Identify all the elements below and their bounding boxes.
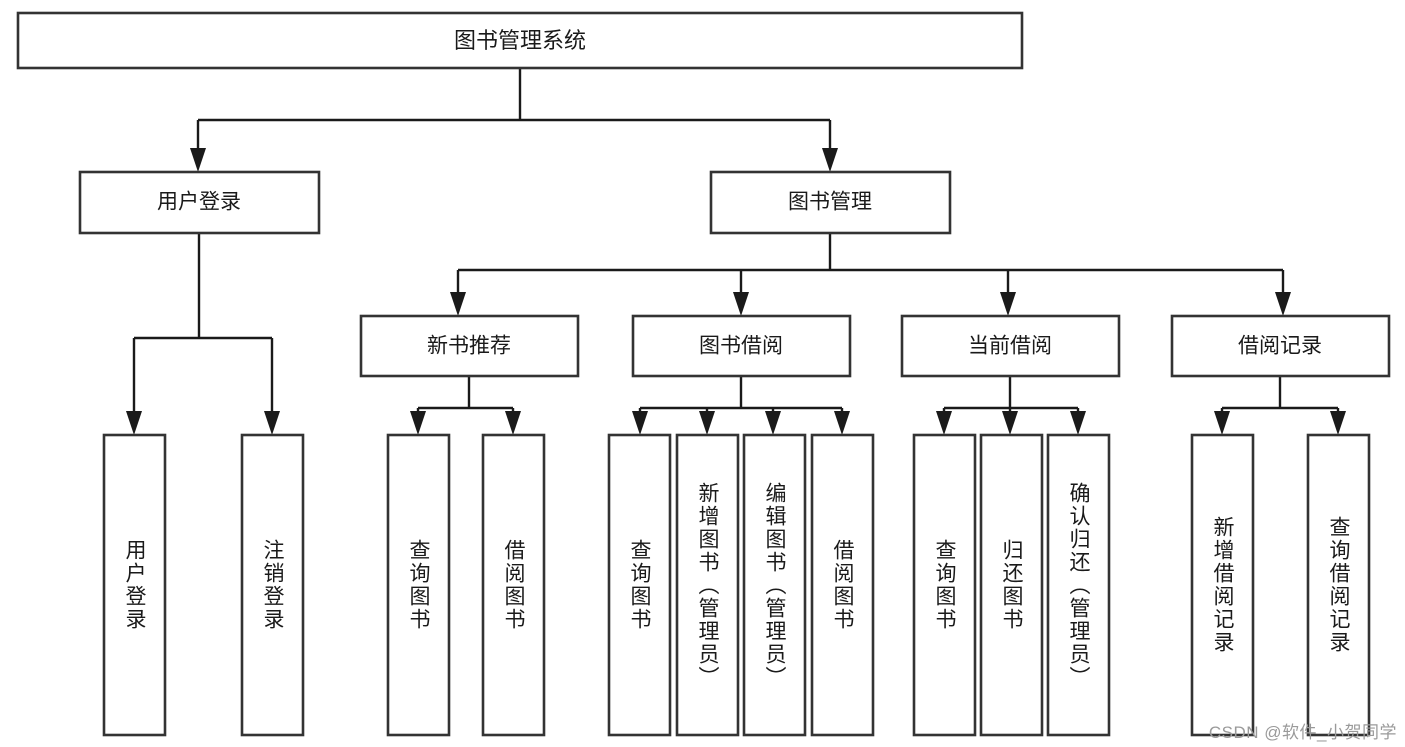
arrow-head-icon — [410, 411, 426, 435]
node-book-borrow[interactable]: 图书借阅 — [631, 314, 852, 378]
leaf-label: 注销登录 — [261, 539, 284, 631]
arrow-head-icon — [1000, 292, 1016, 316]
arrow-head-icon — [264, 411, 280, 435]
leaf-user-login-login[interactable]: 用户登录 — [102, 433, 167, 737]
leaf-current-borrow-confirm-return[interactable]: 确认归还（管理员） — [1046, 433, 1111, 737]
connector-book-mgmt-to-level2 — [450, 233, 1291, 316]
leaf-book-borrow-borrow[interactable]: 借阅图书 — [810, 433, 875, 737]
arrow-head-icon — [1275, 292, 1291, 316]
arrow-head-icon — [1002, 411, 1018, 435]
connector-borrow-record-to-leaves — [1214, 376, 1346, 435]
node-current-borrow[interactable]: 当前借阅 — [900, 314, 1121, 378]
arrow-head-icon — [1070, 411, 1086, 435]
node-user-login[interactable]: 用户登录 — [78, 170, 321, 235]
node-user-login-label: 用户登录 — [157, 191, 241, 214]
leaf-label: 确认归还（管理员） — [1067, 481, 1090, 689]
leaf-label: 查询图书 — [933, 539, 956, 631]
arrow-head-icon — [822, 148, 838, 172]
node-book-management-label: 图书管理 — [788, 191, 872, 214]
leaf-borrow-record-query[interactable]: 查询借阅记录 — [1306, 433, 1371, 737]
arrow-head-icon — [936, 411, 952, 435]
arrow-head-icon — [733, 292, 749, 316]
arrow-head-icon — [126, 411, 142, 435]
node-new-book-recommend[interactable]: 新书推荐 — [359, 314, 580, 378]
leaf-user-login-logout[interactable]: 注销登录 — [240, 433, 305, 737]
leaf-label: 用户登录 — [123, 539, 146, 631]
leaf-new-book-borrow[interactable]: 借阅图书 — [481, 433, 546, 737]
arrow-head-icon — [505, 411, 521, 435]
leaf-label: 查询图书 — [628, 539, 651, 631]
node-borrow-record-label: 借阅记录 — [1238, 335, 1322, 358]
connector-new-book-to-leaves — [410, 376, 521, 435]
arrow-head-icon — [765, 411, 781, 435]
arrow-head-icon — [834, 411, 850, 435]
node-book-management[interactable]: 图书管理 — [709, 170, 952, 235]
leaf-book-borrow-edit[interactable]: 编辑图书（管理员） — [742, 433, 807, 737]
leaf-label: 查询图书 — [407, 539, 430, 631]
arrow-head-icon — [632, 411, 648, 435]
leaf-label: 归还图书 — [1000, 539, 1023, 631]
leaf-book-borrow-query[interactable]: 查询图书 — [607, 433, 672, 737]
node-root-label: 图书管理系统 — [454, 28, 586, 53]
arrow-head-icon — [1214, 411, 1230, 435]
node-new-book-recommend-label: 新书推荐 — [427, 335, 511, 358]
arrow-head-icon — [190, 148, 206, 172]
leaf-label: 查询借阅记录 — [1327, 516, 1350, 654]
leaf-book-borrow-add[interactable]: 新增图书（管理员） — [675, 433, 740, 737]
leaf-label: 编辑图书（管理员） — [763, 481, 786, 689]
connector-book-borrow-to-leaves — [632, 376, 850, 435]
leaf-current-borrow-query[interactable]: 查询图书 — [912, 433, 977, 737]
leaf-label: 新增借阅记录 — [1211, 516, 1234, 654]
node-root-book-management-system[interactable]: 图书管理系统 — [16, 11, 1024, 70]
leaf-label: 借阅图书 — [831, 539, 854, 631]
connector-current-borrow-to-leaves — [936, 376, 1086, 435]
node-book-borrow-label: 图书借阅 — [699, 335, 783, 358]
node-current-borrow-label: 当前借阅 — [968, 335, 1052, 358]
connector-root-to-level1 — [190, 68, 838, 172]
leaf-borrow-record-add[interactable]: 新增借阅记录 — [1190, 433, 1255, 737]
connector-user-login-to-leaves — [126, 233, 280, 435]
node-borrow-record[interactable]: 借阅记录 — [1170, 314, 1391, 378]
arrow-head-icon — [699, 411, 715, 435]
arrow-head-icon — [1330, 411, 1346, 435]
leaf-new-book-query[interactable]: 查询图书 — [386, 433, 451, 737]
leaf-label: 借阅图书 — [502, 539, 525, 631]
leaf-current-borrow-return[interactable]: 归还图书 — [979, 433, 1044, 737]
leaf-label: 新增图书（管理员） — [696, 481, 719, 689]
arrow-head-icon — [450, 292, 466, 316]
